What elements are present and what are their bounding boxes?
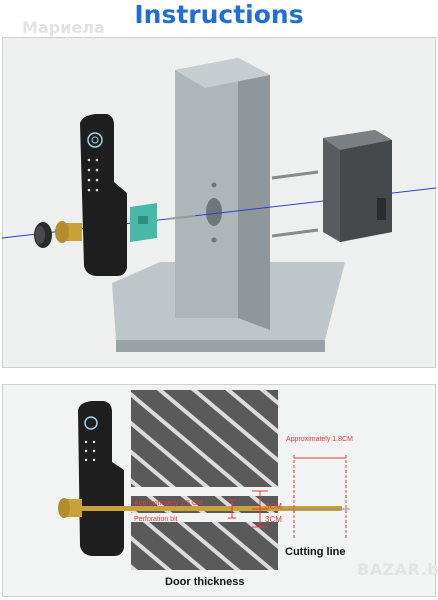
upper-3cm-label: 3CM	[265, 502, 282, 511]
screw-lower	[271, 228, 319, 238]
bazar-logo: BAZAR.bg	[357, 560, 438, 579]
watermark-text: Мариела	[22, 18, 105, 37]
approx-1-8cm-label: Approximately 1.8CM	[286, 436, 353, 443]
screw-upper	[271, 170, 319, 180]
lock-side-panel	[78, 401, 124, 556]
door-cross-section	[131, 390, 278, 570]
keypad-icon	[87, 158, 99, 192]
keypad-icon-bottom	[84, 440, 96, 462]
fingerprint-sensor-icon	[87, 132, 103, 148]
door-hole	[206, 198, 222, 226]
bore-gap-upper	[131, 487, 278, 496]
lower-3cm-label: 3CM	[265, 515, 282, 524]
cutting-line-label: Cutting line	[285, 546, 346, 558]
perforation-bit-label: Perforation bit	[134, 516, 178, 523]
fingerprint-sensor-icon-bottom	[84, 416, 98, 430]
smart-lock-front-panel	[80, 114, 127, 276]
bore-gap-lower	[131, 513, 278, 522]
door-front-face	[175, 58, 238, 318]
door-side-face	[238, 58, 270, 330]
approx-1-5cm-label: Approximately 1.5 CM	[134, 500, 203, 507]
door-thickness-label: Door thickness	[165, 576, 245, 588]
dimension-lines	[228, 455, 347, 540]
knob-icon	[55, 221, 69, 243]
page-title: Instructions	[134, 0, 304, 29]
spindle	[72, 506, 342, 511]
knob-icon-bottom	[58, 498, 70, 518]
